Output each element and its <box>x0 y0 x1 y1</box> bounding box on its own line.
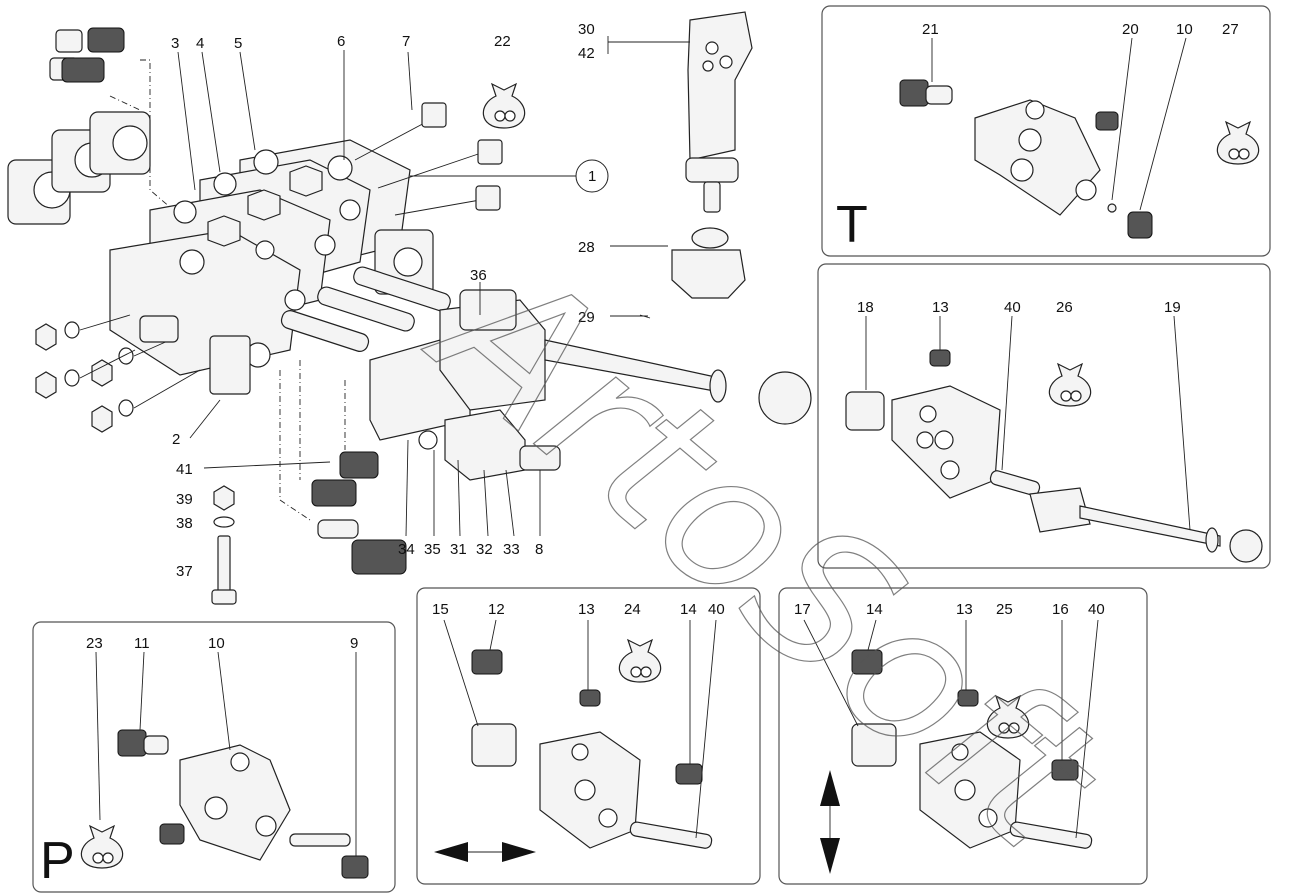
quick-couplers <box>49 27 125 83</box>
panel-lever-box <box>817 263 1271 569</box>
valve-body <box>109 139 434 376</box>
label-6: 6 <box>337 33 345 50</box>
label-41: 41 <box>176 461 193 478</box>
label-p-23: 23 <box>86 635 103 652</box>
label-22: 22 <box>494 33 511 50</box>
label-l-26: 26 <box>1056 299 1073 316</box>
label-28: 28 <box>578 239 595 256</box>
label-39: 39 <box>176 491 193 508</box>
label-l-19: 19 <box>1164 299 1181 316</box>
label-v-14: 14 <box>866 601 883 618</box>
label-29: 29 <box>578 309 595 326</box>
panel-t: T 21 20 10 27 <box>836 21 1260 254</box>
nuts-washers <box>35 314 251 433</box>
bolt-stack <box>211 485 237 605</box>
label-8: 8 <box>535 541 543 558</box>
label-v-13: 13 <box>956 601 973 618</box>
label-v-40: 40 <box>1088 601 1105 618</box>
label-h-15: 15 <box>432 601 449 618</box>
flange-blocks <box>7 111 151 225</box>
panel-v-box <box>778 587 1148 885</box>
label-h-40: 40 <box>708 601 725 618</box>
label-32: 32 <box>476 541 493 558</box>
label-33: 33 <box>503 541 520 558</box>
label-p-9: 9 <box>350 635 358 652</box>
label-p-11: 11 <box>134 635 150 652</box>
panel-v: 17 14 13 25 16 40 <box>794 601 1105 874</box>
panel-p-box <box>32 621 396 893</box>
joystick <box>639 11 753 319</box>
label-36: 36 <box>470 267 487 284</box>
label-5: 5 <box>234 35 242 52</box>
vertical-arrow-icon <box>820 770 840 874</box>
label-31: 31 <box>450 541 467 558</box>
label-l-18: 18 <box>857 299 874 316</box>
panel-lever: 18 13 40 26 19 <box>845 299 1263 563</box>
label-h-14: 14 <box>680 601 697 618</box>
panel-p-letter: P <box>40 832 75 890</box>
label-42: 42 <box>578 45 595 62</box>
tie-rods <box>354 102 503 216</box>
panel-t-letter: T <box>836 196 868 254</box>
label-7: 7 <box>402 33 410 50</box>
parts-bag-22 <box>482 82 526 129</box>
label-2: 2 <box>172 431 180 448</box>
label-37: 37 <box>176 563 193 580</box>
label-t-20: 20 <box>1122 21 1139 38</box>
label-h-13: 13 <box>578 601 595 618</box>
label-3: 3 <box>171 35 179 52</box>
label-38: 38 <box>176 515 193 532</box>
label-v-17: 17 <box>794 601 811 618</box>
label-t-27: 27 <box>1222 21 1239 38</box>
label-h-12: 12 <box>488 601 505 618</box>
label-t-10: 10 <box>1176 21 1193 38</box>
fittings <box>279 360 407 575</box>
label-v-25: 25 <box>996 601 1013 618</box>
label-34: 34 <box>398 541 415 558</box>
label-1: 1 <box>588 168 596 185</box>
label-35: 35 <box>424 541 441 558</box>
panel-t-box <box>821 5 1271 257</box>
panel-p: P 23 11 10 9 <box>40 635 369 890</box>
panel-h: 15 12 13 24 14 40 <box>432 601 725 862</box>
callout-1-circle <box>575 159 609 193</box>
panel-h-box <box>416 587 761 885</box>
label-v-16: 16 <box>1052 601 1069 618</box>
label-p-10: 10 <box>208 635 225 652</box>
label-h-24: 24 <box>624 601 641 618</box>
label-l-13: 13 <box>932 299 949 316</box>
label-l-40: 40 <box>1004 299 1021 316</box>
label-4: 4 <box>196 35 204 52</box>
label-t-21: 21 <box>922 21 939 38</box>
lever-bracket <box>369 289 812 481</box>
label-30: 30 <box>578 21 595 38</box>
horizontal-arrow-icon <box>434 842 536 862</box>
main-valve-assembly: 3 4 5 6 7 22 30 42 1 28 29 36 2 41 39 38… <box>7 11 812 605</box>
spools <box>280 266 451 352</box>
